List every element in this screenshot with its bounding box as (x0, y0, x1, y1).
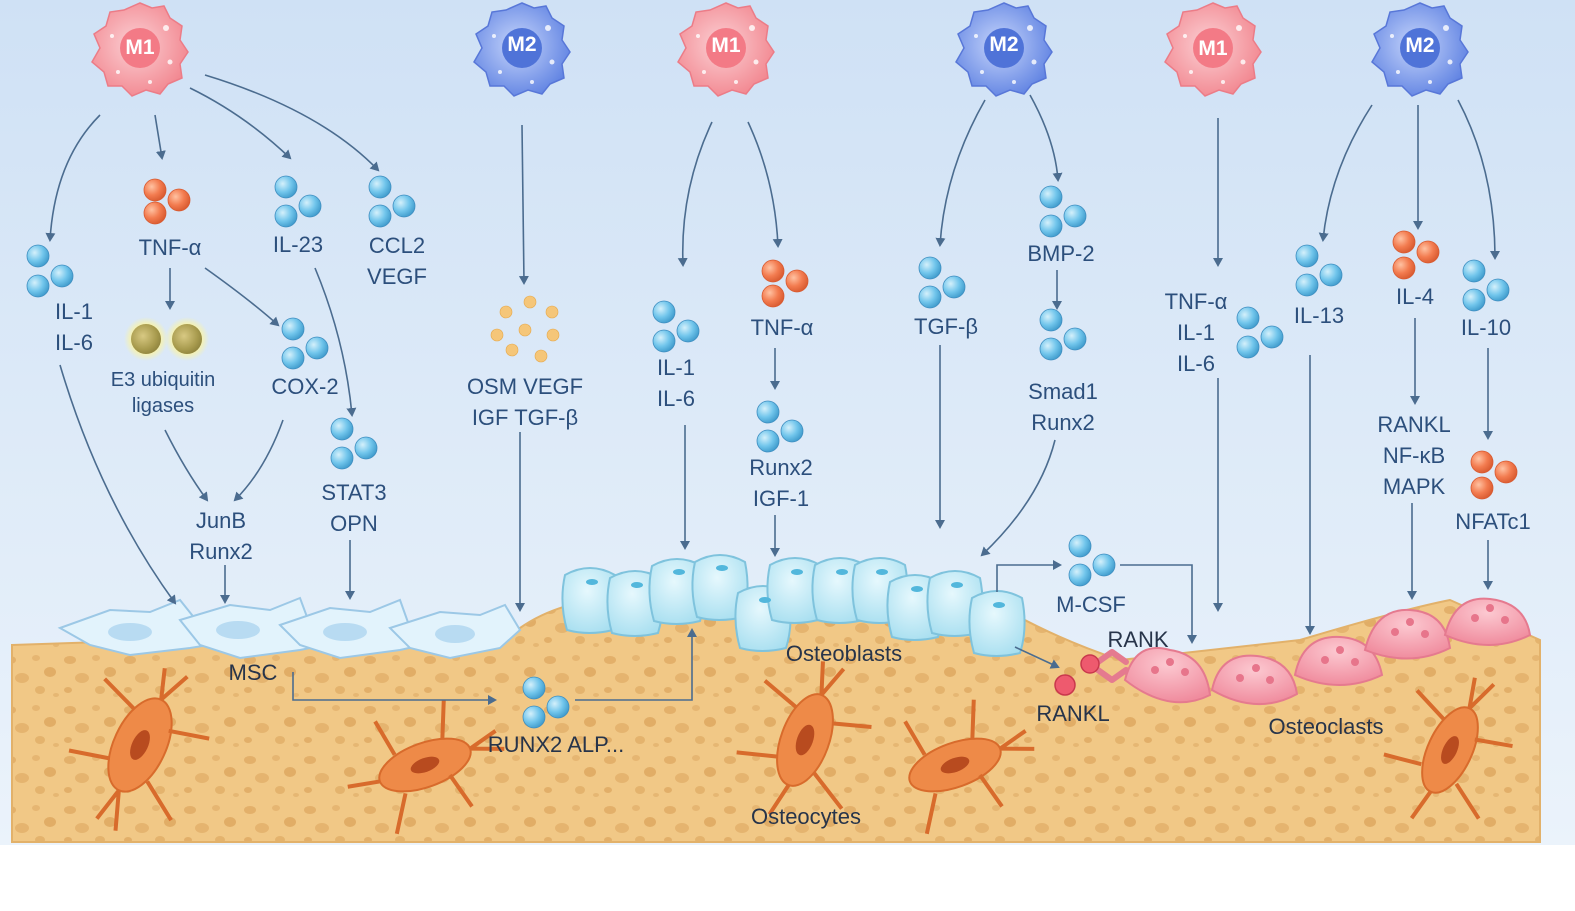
il1-il6-left-label: IL-1 IL-6 (55, 299, 93, 355)
signaling-arrows (45, 74, 1500, 705)
m1-label-2: M1 (711, 34, 741, 57)
macrophage-cells (91, 2, 1469, 97)
il1-il6-mid-label: IL-1 IL-6 (657, 355, 695, 411)
runx2-alp-label: RUNX2 ALP... (487, 732, 625, 757)
m1-label-3: M1 (1198, 37, 1228, 60)
e3-ligases-label: E3 ubiquitin ligases (110, 369, 216, 417)
tgf-beta-label: TGF-β (914, 314, 978, 339)
m1-cell-1 (91, 2, 189, 97)
mcsf-label: M-CSF (1056, 592, 1126, 617)
tnf-alpha-mid-label: TNF-α (750, 315, 814, 340)
tnf-il1-il6-right-label: TNF-α IL-1 IL-6 (1164, 289, 1228, 376)
m1-cell-3 (1164, 2, 1262, 97)
rank-label: RANK (1107, 627, 1169, 652)
il13-label: IL-13 (1293, 303, 1345, 328)
osteoclasts-label: Osteoclasts (1268, 714, 1384, 739)
cox2-label: COX-2 (271, 374, 339, 399)
m2-cell-2 (955, 2, 1053, 97)
junb-runx2-label: JunB Runx2 (189, 508, 253, 564)
m2-label-3: M2 (1405, 34, 1435, 57)
molecule-clusters (26, 175, 1518, 729)
il23-label: IL-23 (272, 232, 324, 257)
runx2-igf1-label: Runx2 IGF-1 (749, 455, 813, 511)
rankl-molecule (1054, 674, 1076, 696)
smad1-runx2-label: Smad1 Runx2 (1028, 379, 1098, 435)
il4-label: IL-4 (1396, 284, 1434, 309)
nfatc1-label: NFATc1 (1455, 509, 1531, 534)
osteocyte-cells (68, 661, 1513, 835)
ccl2-vegf-label: CCL2 VEGF (367, 233, 427, 289)
m2-cell-3 (1371, 2, 1469, 97)
il10-label: IL-10 (1460, 315, 1512, 340)
stat3-opn-label: STAT3 OPN (321, 480, 387, 536)
rankl-molecule-upper (1080, 654, 1100, 674)
osteoclast-cells (1123, 597, 1532, 705)
rank-receptor (1095, 649, 1129, 683)
rankl-label: RANKL (1036, 701, 1110, 726)
osteocytes-label: Osteocytes (750, 804, 862, 829)
msc-cells (57, 596, 522, 660)
m2-label-1: M2 (507, 33, 537, 56)
msc-label: MSC (228, 660, 278, 685)
bmp2-label: BMP-2 (1027, 241, 1095, 266)
osteoblast-cells (561, 554, 1026, 657)
m2-label-2: M2 (989, 33, 1019, 56)
osteoblasts-label: Osteoblasts (785, 641, 903, 666)
m1-label-1: M1 (125, 36, 155, 59)
rankl-nfkb-mapk-label: RANKL NF-κB MAPK (1377, 412, 1451, 499)
m2-cell-1 (473, 2, 571, 97)
m1-cell-2 (677, 2, 775, 97)
osm-vegf-igf-tgfb-label: OSM VEGF IGF TGF-β (466, 374, 584, 430)
tnf-alpha-left-label: TNF-α (138, 235, 202, 260)
